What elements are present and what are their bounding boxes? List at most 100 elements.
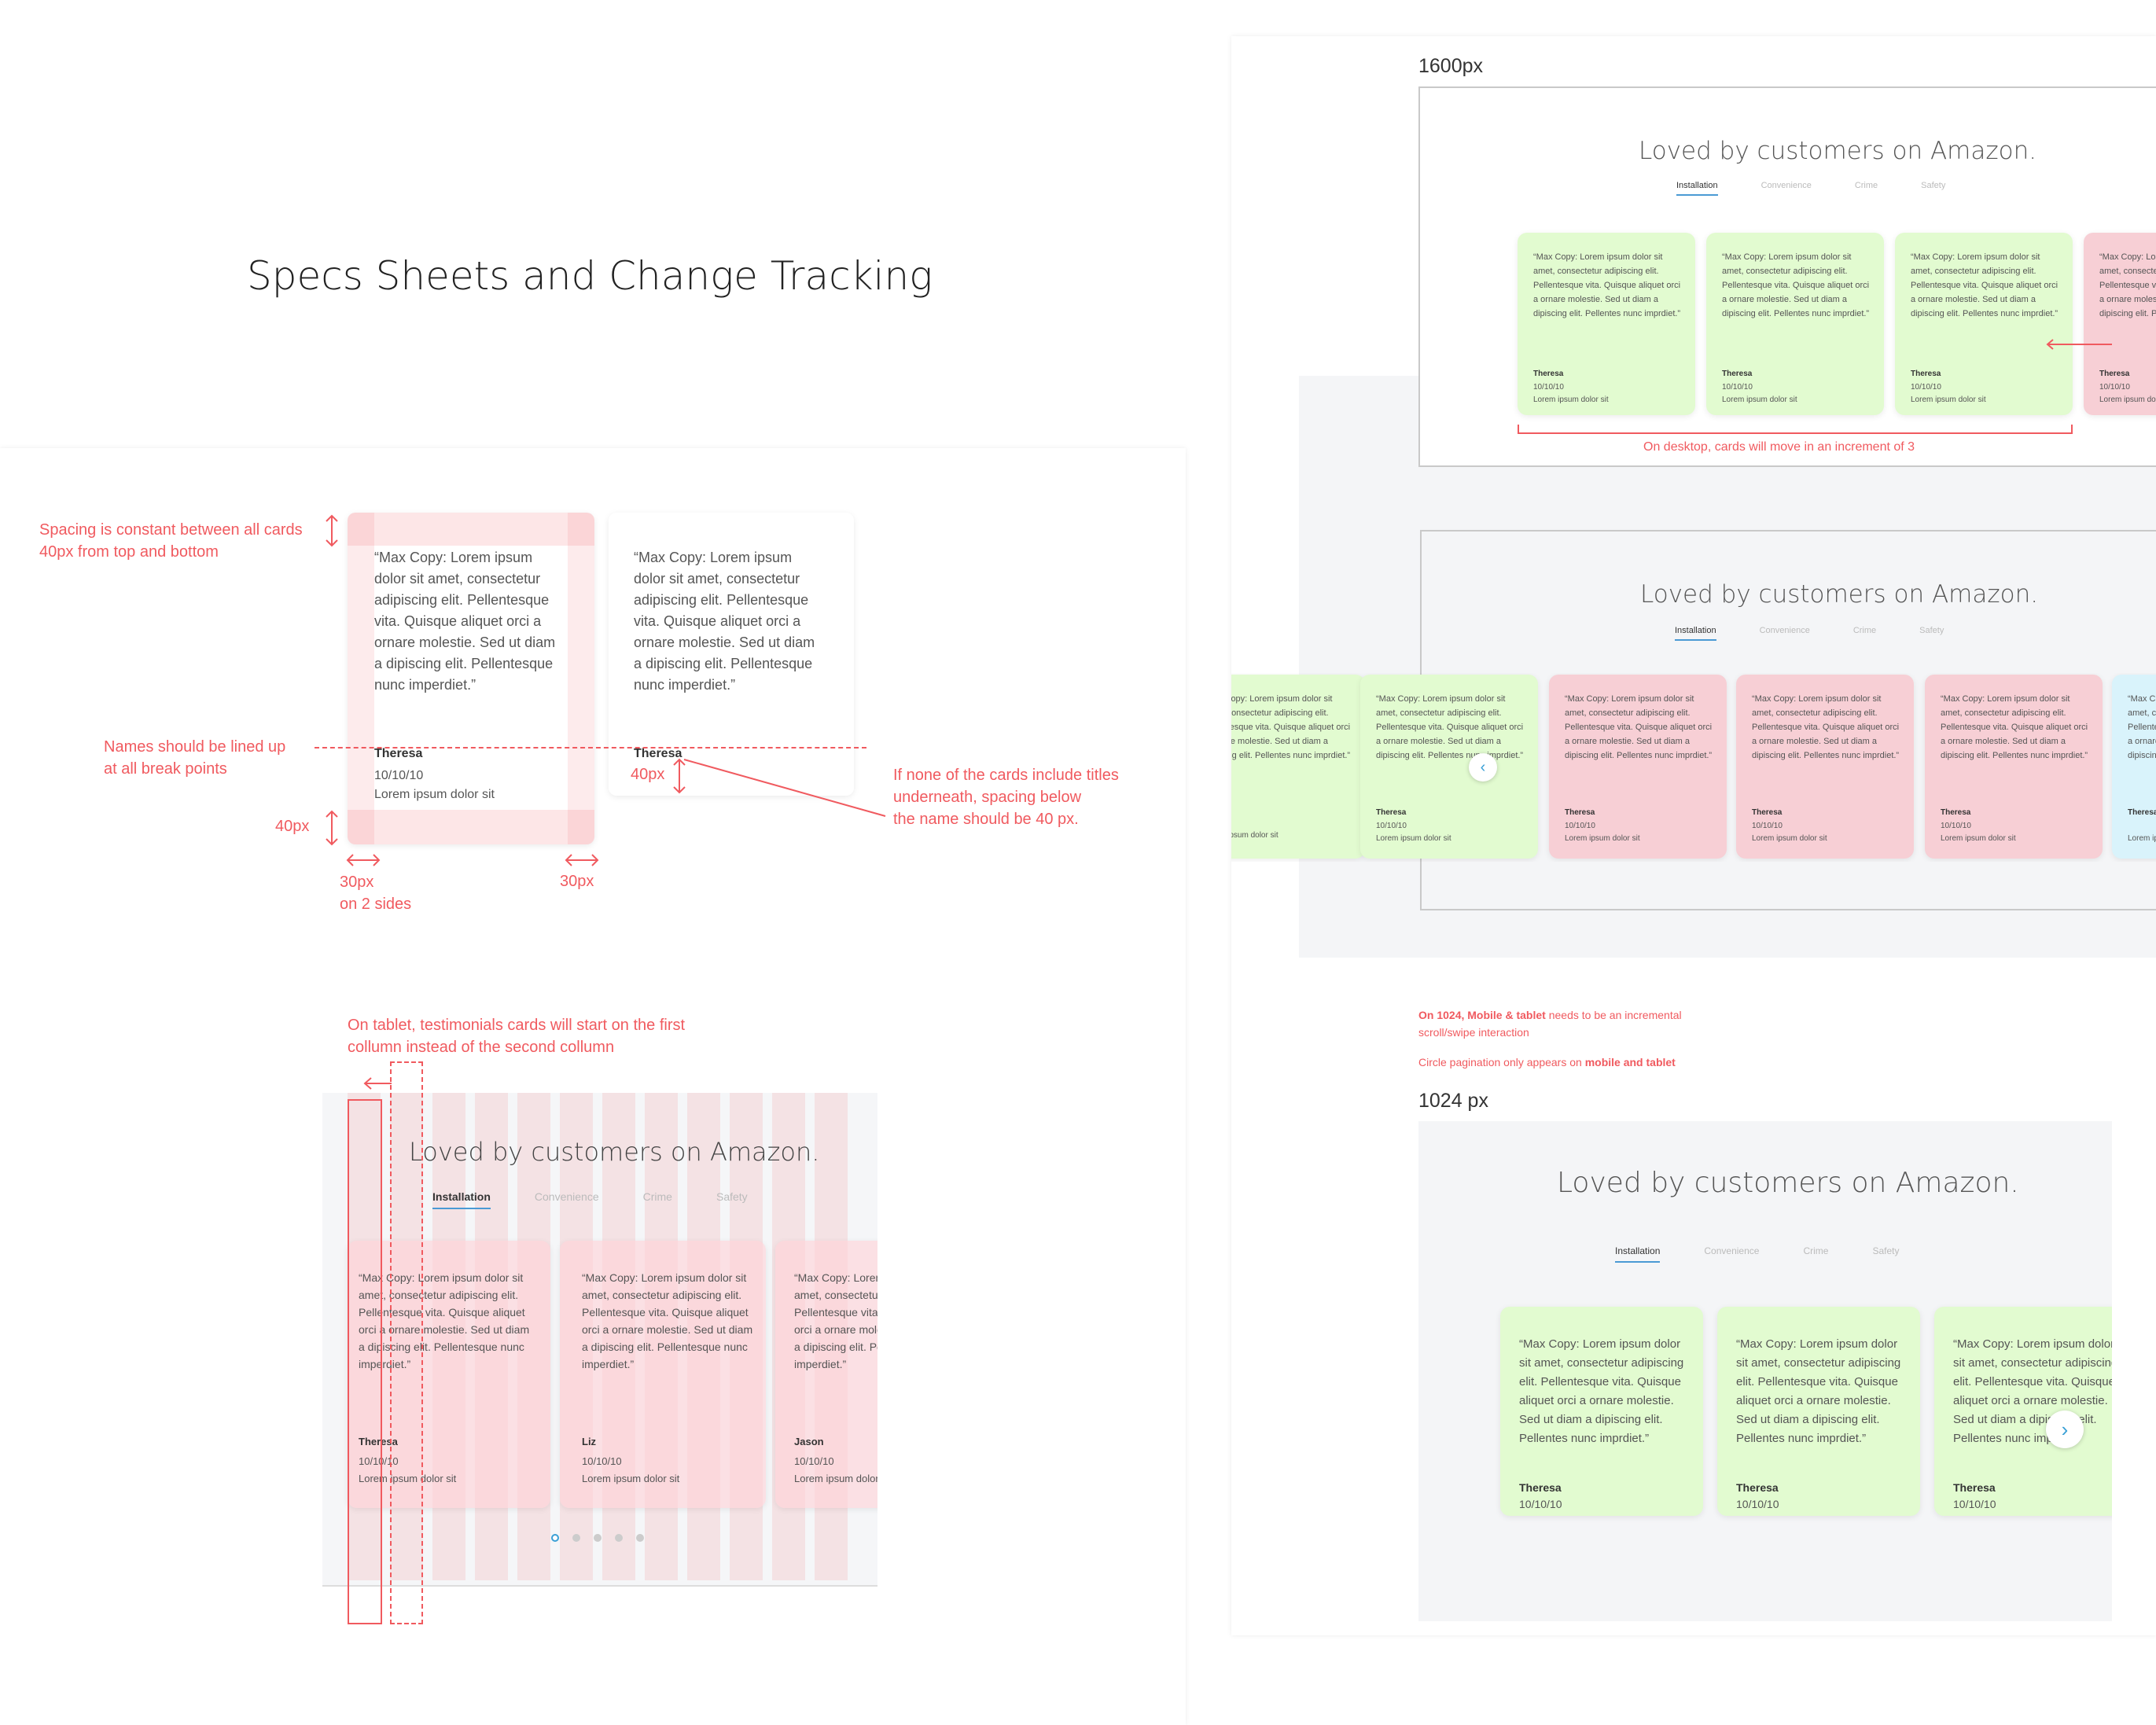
- label-30px-left: 30px on 2 sides: [340, 874, 412, 913]
- increment-note: On desktop, cards will move in an increm…: [1643, 440, 1915, 454]
- card-quote: “Max Copy: Lorem ipsum dolor sit amet, c…: [1722, 252, 1870, 318]
- card-date: 10/10/10: [1752, 822, 1783, 830]
- pagination-dot[interactable]: [615, 1534, 623, 1542]
- card-name: Theresa: [1565, 808, 1595, 817]
- tab-crime[interactable]: Crime: [1803, 1245, 1829, 1256]
- names-note: Names should be lined up at all break po…: [104, 738, 286, 778]
- tablet1024-card-2: “Max Copy: Lorem ipsum dolor sit amet, c…: [1717, 1307, 1920, 1516]
- note-text: scroll/swipe interaction: [1418, 1026, 1529, 1039]
- pagination-dot[interactable]: [594, 1534, 602, 1542]
- card-quote: “Max Copy: Lorem ipsum dolor sit amet, c…: [634, 550, 815, 693]
- card-name: Theresa: [1376, 808, 1407, 817]
- tab-crime[interactable]: Crime: [642, 1190, 672, 1203]
- card-quote: “Max Copy: Lorem ipsum dolor sit amet, c…: [1911, 252, 2059, 318]
- card-subtitle: Lorem ipsum dolor sit: [1376, 834, 1451, 843]
- card-quote: “Max Copy: Lorem ipsum dolor sit amet, c…: [1533, 252, 1681, 318]
- card-name: Theresa: [1519, 1481, 1562, 1494]
- carousel-card-partial: “Max Copy: Lorem ipsum dolor sit amet, c…: [1231, 675, 1365, 859]
- card-date: 10/10/10: [1565, 822, 1595, 830]
- label-1600px: 1600px: [1418, 55, 1484, 77]
- card-date: 10/10/10: [1722, 383, 1753, 392]
- card-subtitle: Lorem ipsum dolor sit: [359, 1473, 457, 1484]
- card-name: Theresa: [1752, 808, 1783, 817]
- tab-convenience[interactable]: Convenience: [534, 1190, 599, 1203]
- padding-overlay-right: [568, 513, 594, 844]
- card-quote: “Max Copy: Lorem ipsum dolor sit amet, c…: [1752, 694, 1900, 760]
- desktop-card-4: “Max Copy: Lorem ipsum dolor sit amet, c…: [2084, 233, 2156, 415]
- card-date: 10/10/10: [1911, 383, 1941, 392]
- card-quote: “Max Copy: Lorem ipsum dolor sit amet, c…: [1736, 1337, 1901, 1445]
- tablet-note: On tablet, testimonials cards will start…: [348, 1017, 686, 1056]
- tab-installation[interactable]: Installation: [1615, 1245, 1661, 1263]
- tab-crime[interactable]: Crime: [1852, 626, 1877, 635]
- spacing-note: Spacing is constant between all cards 40…: [39, 521, 303, 561]
- card-name: Theresa: [1722, 370, 1753, 378]
- tab-crime[interactable]: Crime: [1854, 181, 1878, 190]
- carousel-prev-button[interactable]: ‹: [1469, 753, 1497, 782]
- pagination-dot[interactable]: [636, 1534, 644, 1542]
- note-bold: mobile and tablet: [1584, 1056, 1676, 1068]
- first-column-outline: [348, 1099, 382, 1624]
- horizontal-spacing-arrow-right: [565, 854, 599, 866]
- label-30px-right: 30px: [560, 873, 594, 890]
- chevron-right-icon: ›: [2061, 1417, 2069, 1441]
- section-heading: Loved by customers on Amazon.: [1557, 1167, 2019, 1199]
- increment-bracket: [1518, 425, 2073, 434]
- tablet1024-card-3: “Max Copy: Lorem ipsum dolor sit amet, c…: [1934, 1307, 2112, 1516]
- card-subtitle: Lorem ipsum dolor sit: [1941, 834, 2016, 843]
- titles-note: If none of the cards include titles unde…: [893, 767, 1119, 828]
- card-name: Theresa: [1911, 370, 1941, 378]
- card-name: Theresa: [1533, 370, 1564, 378]
- frame-1024: Loved by customers on Amazon. Installati…: [1418, 1121, 2112, 1621]
- tab-safety[interactable]: Safety: [1919, 626, 1944, 635]
- tab-safety[interactable]: Safety: [1872, 1245, 1900, 1256]
- tab-installation[interactable]: Installation: [1675, 626, 1716, 641]
- second-column-outline: [390, 1061, 423, 1624]
- horizontal-spacing-arrow-left: [346, 854, 381, 866]
- card-name: Theresa: [374, 747, 423, 760]
- vertical-spacing-arrow-name: [673, 758, 686, 794]
- card-quote: “Max Copy: Lorem ipsum dolor sit amet, c…: [2099, 252, 2156, 318]
- vertical-spacing-arrow-top: [326, 514, 338, 547]
- note-bold: On 1024, Mobile & tablet: [1418, 1009, 1546, 1021]
- card-name: Theresa: [634, 747, 682, 760]
- tab-safety[interactable]: Safety: [716, 1190, 748, 1203]
- tablet-preview: Loved by customers on Amazon. Installati…: [322, 1093, 877, 1587]
- names-guide-line: [315, 747, 866, 748]
- tablet-card-3: “Max Copy: Lorem ipsum dolor sit amet, c…: [775, 1241, 877, 1508]
- card-subtitle: Lorem ipsum dolor sit: [1911, 395, 1986, 404]
- desktop-card-2: “Max Copy: Lorem ipsum dolor sit amet, c…: [1706, 233, 1884, 415]
- card-subtitle: Lorem ipsum dolor sit: [1231, 831, 1279, 840]
- tablet-card-2: “Max Copy: Lorem ipsum dolor sit amet, c…: [560, 1241, 766, 1508]
- tab-convenience[interactable]: Convenience: [1704, 1245, 1760, 1256]
- carousel-card-4: “Max Copy: Lorem ipsum dolor sit amet, c…: [1925, 675, 2103, 859]
- tab-safety[interactable]: Safety: [1921, 181, 1946, 190]
- card-date: 10/10/10: [2099, 383, 2130, 392]
- tab-bar: Installation Convenience Crime Safety: [1676, 181, 1945, 196]
- pagination-dot-active[interactable]: [551, 1534, 559, 1542]
- card-subtitle: Lorem ipsum dolor sit: [1565, 834, 1640, 843]
- tab-convenience[interactable]: Convenience: [1760, 181, 1812, 190]
- card-date: 10/10/10: [1953, 1498, 1996, 1510]
- notes-1024: On 1024, Mobile & tablet needs to be an …: [1418, 1006, 1682, 1071]
- tablet-shift-arrow: [363, 1077, 392, 1090]
- vertical-spacing-arrow-bottom: [326, 810, 338, 846]
- carousel-next-button[interactable]: ›: [2046, 1411, 2084, 1448]
- card-quote: “Max Copy: Lorem ipsum dolor sit amet, c…: [374, 550, 556, 693]
- card-quote: “Max Copy: Lorem ipsum dolor sit amet, c…: [1231, 694, 1351, 760]
- tab-convenience[interactable]: Convenience: [1759, 626, 1810, 635]
- carousel-track: “Max Copy: Lorem ipsum dolor sit amet, c…: [1231, 673, 2156, 862]
- tab-installation[interactable]: Installation: [432, 1190, 491, 1209]
- tab-installation[interactable]: Installation: [1676, 181, 1718, 196]
- card-quote: “Max Copy: Lorem ipsum dolor sit amet, c…: [1953, 1337, 2112, 1445]
- pagination-dot[interactable]: [572, 1534, 580, 1542]
- label-40px-name: 40px: [631, 766, 665, 783]
- card-name: Theresa: [359, 1436, 398, 1447]
- label-1024px: 1024 px: [1418, 1090, 1488, 1112]
- card-date: 10/10/10: [1519, 1498, 1562, 1510]
- card-quote: “Max Copy: Lorem ipsum dolor sit amet, c…: [1565, 694, 1713, 760]
- desktop-shift-arrow: [2046, 339, 2112, 350]
- card-date: 10/10/10: [582, 1455, 622, 1467]
- label-40px-bottom: 40px: [275, 818, 310, 835]
- spec-card-annotated: “Max Copy: Lorem ipsum dolor sit amet, c…: [348, 513, 594, 844]
